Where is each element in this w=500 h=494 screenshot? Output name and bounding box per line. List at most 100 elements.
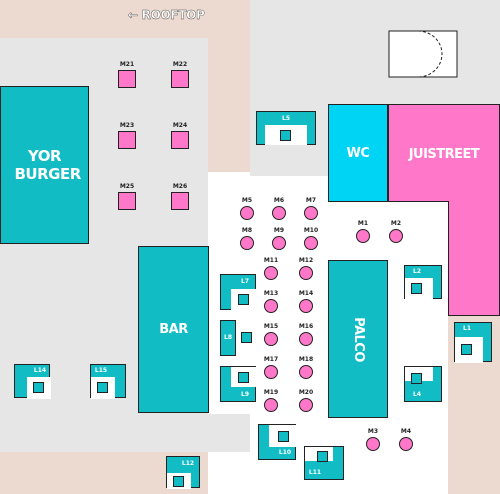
lounge-l11[interactable]: L11: [304, 446, 344, 480]
lounge-seat: [280, 130, 291, 141]
round-table[interactable]: [304, 236, 318, 250]
lounge-seat: [411, 373, 422, 384]
table-label: M1: [357, 220, 369, 227]
round-table[interactable]: [264, 266, 278, 280]
juistreet-label: JUISTREET: [408, 147, 480, 162]
table-label: M7: [305, 197, 317, 204]
beige-passage: [208, 36, 250, 172]
square-table[interactable]: [118, 70, 136, 88]
table-label: M23: [119, 122, 135, 129]
round-table[interactable]: [299, 332, 313, 346]
table-label: M25: [119, 183, 135, 190]
table-label: M24: [172, 122, 188, 129]
lounge-l12[interactable]: L12: [166, 456, 200, 489]
lounge-l15[interactable]: L15: [90, 364, 126, 399]
square-table[interactable]: [171, 131, 189, 149]
table-label: M16: [298, 323, 314, 330]
round-table[interactable]: [272, 206, 286, 220]
lounge-label: L10: [278, 449, 292, 456]
bar-label: BAR: [159, 322, 188, 337]
football-field-icon: [388, 30, 458, 78]
lounge-l2[interactable]: L2: [404, 265, 442, 300]
lounge-label: L9: [241, 391, 249, 398]
round-table[interactable]: [264, 398, 278, 412]
table-label: M18: [298, 356, 314, 363]
table-label: M22: [172, 61, 188, 68]
round-table[interactable]: [299, 266, 313, 280]
round-table[interactable]: [366, 437, 380, 451]
wc-label: WC: [346, 145, 370, 161]
table-label: M17: [263, 356, 279, 363]
lounge-label: L8: [224, 334, 232, 341]
juistreet-block: JUISTREET: [388, 104, 500, 202]
palco-block: PALCO: [328, 260, 388, 418]
table-label: M12: [298, 257, 314, 264]
lounge-seat: [461, 344, 472, 355]
lounge-label: L12: [181, 460, 195, 467]
table-label: M3: [367, 428, 379, 435]
lounge-seat: [317, 451, 328, 462]
round-table[interactable]: [272, 236, 286, 250]
lounge-l14[interactable]: L14: [14, 364, 51, 399]
lounge-seat: [241, 332, 252, 343]
table-label: M9: [273, 227, 285, 234]
lounge-label: L5: [282, 115, 290, 122]
square-table[interactable]: [171, 70, 189, 88]
lounge-seat: [411, 283, 422, 294]
round-table[interactable]: [264, 299, 278, 313]
table-label: M8: [241, 227, 253, 234]
square-table[interactable]: [118, 131, 136, 149]
round-table[interactable]: [399, 437, 413, 451]
round-table[interactable]: [299, 299, 313, 313]
round-table[interactable]: [389, 229, 403, 243]
lounge-seat: [278, 431, 289, 442]
lounge-label: L15: [94, 367, 108, 374]
lounge-label: L2: [413, 268, 421, 275]
table-label: M20: [298, 389, 314, 396]
table-label: M19: [263, 389, 279, 396]
round-table[interactable]: [299, 398, 313, 412]
wc-block: WC: [328, 104, 388, 202]
table-label: M21: [119, 61, 135, 68]
round-table[interactable]: [240, 206, 254, 220]
lounge-l9[interactable]: L9: [220, 366, 257, 402]
lounge-l10[interactable]: L10: [258, 424, 297, 460]
rooftop-label: ← ROOFTOP: [128, 8, 205, 22]
table-label: M15: [263, 323, 279, 330]
table-label: M4: [400, 428, 412, 435]
lounge-l8[interactable]: L8: [220, 320, 236, 356]
lounge-l5[interactable]: L5: [256, 111, 316, 145]
round-table[interactable]: [264, 332, 278, 346]
round-table[interactable]: [299, 365, 313, 379]
palco-label: PALCO: [350, 316, 366, 362]
lounge-l4[interactable]: L4: [404, 366, 442, 402]
lounge-seat: [173, 476, 184, 487]
square-table[interactable]: [171, 192, 189, 210]
round-table[interactable]: [304, 206, 318, 220]
square-table[interactable]: [118, 192, 136, 210]
table-label: M26: [172, 183, 188, 190]
table-label: M5: [241, 197, 253, 204]
juistreet-extension: [448, 201, 500, 316]
round-table[interactable]: [356, 229, 370, 243]
lounge-label: L14: [33, 367, 47, 374]
lounge-label: L4: [413, 391, 421, 398]
table-label: M13: [263, 290, 279, 297]
lounge-l7[interactable]: L7: [220, 274, 257, 311]
lounge-seat: [238, 372, 249, 383]
round-table[interactable]: [264, 365, 278, 379]
table-label: M14: [298, 290, 314, 297]
lounge-label: L1: [463, 325, 471, 332]
table-label: M11: [263, 257, 279, 264]
round-table[interactable]: [240, 236, 254, 250]
lounge-seat: [97, 382, 108, 393]
yor-burger-label: YOR BURGER: [14, 147, 82, 183]
table-label: M2: [390, 220, 402, 227]
lounge-l1[interactable]: L1: [454, 322, 492, 363]
lounge-seat: [33, 382, 44, 393]
football-field-area: [250, 0, 500, 104]
lounge-seat: [238, 294, 249, 305]
table-label: M6: [273, 197, 285, 204]
table-label: M10: [303, 227, 319, 234]
